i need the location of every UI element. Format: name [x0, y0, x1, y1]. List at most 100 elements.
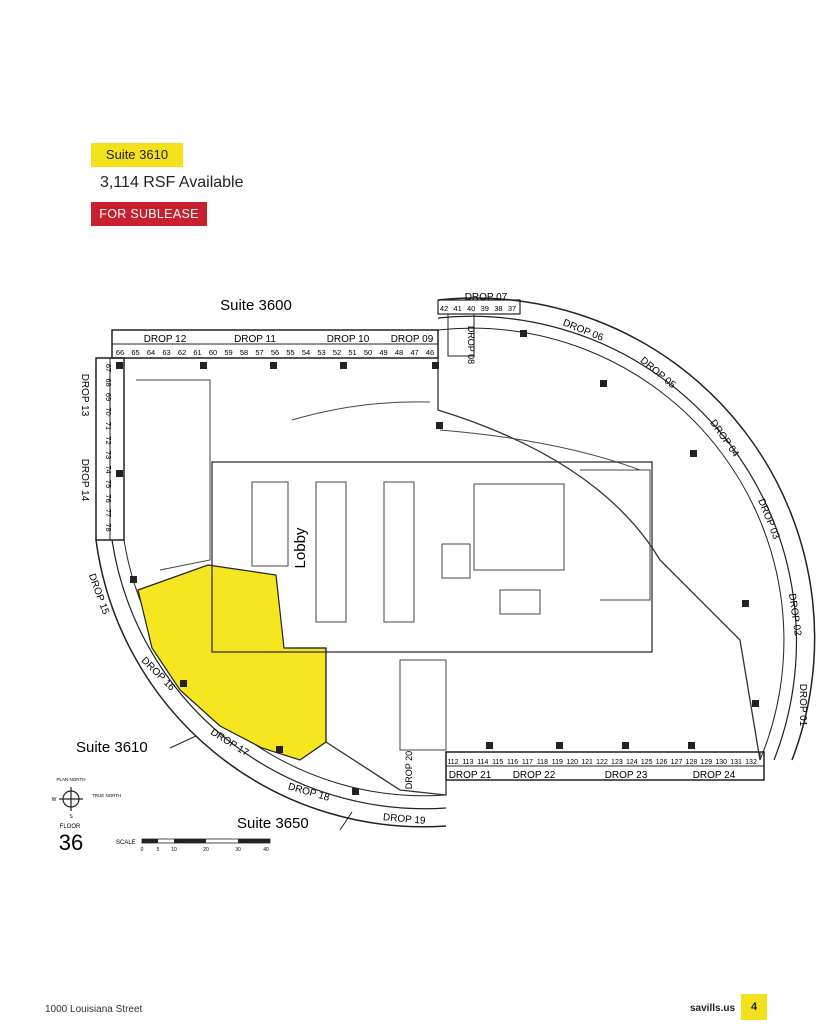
unit-number: 52: [333, 348, 341, 357]
drop-03-label: DROP 03: [755, 497, 781, 541]
unit-number: 62: [178, 348, 186, 357]
unit-number: 39: [481, 304, 489, 313]
unit-number: 117: [522, 759, 533, 766]
unit-number: 40: [467, 304, 475, 313]
unit-number: 77: [104, 509, 113, 517]
sublease-badge: FOR SUBLEASE: [91, 202, 207, 226]
unit-number: 129: [700, 759, 712, 766]
unit-number: 48: [395, 348, 403, 357]
suite-3600-label: Suite 3600: [220, 297, 292, 314]
unit-number: 58: [240, 348, 248, 357]
true-north-label: TRUE NORTH: [92, 793, 121, 798]
scale-bar: [141, 838, 271, 844]
unit-number: 115: [492, 759, 503, 766]
svg-text:40: 40: [263, 847, 269, 853]
unit-number: 124: [626, 759, 638, 766]
unit-number: 131: [730, 759, 742, 766]
unit-number: 113: [462, 759, 473, 766]
structural-columns: [116, 330, 759, 795]
compass-icon: [59, 787, 83, 811]
unit-number: 70: [104, 407, 113, 415]
unit-number: 76: [104, 494, 113, 502]
unit-number: 122: [596, 759, 608, 766]
unit-number: 120: [566, 759, 578, 766]
drop-22-label: DROP 22: [513, 770, 556, 781]
drop-12-label: DROP 12: [144, 334, 187, 345]
suite-3610-label: Suite 3610: [76, 739, 148, 756]
left-arc-ring: [95, 539, 447, 828]
unit-number: 114: [477, 759, 488, 766]
unit-number: 123: [611, 759, 623, 766]
unit-number: 55: [286, 348, 294, 357]
drop-14-label: DROP 14: [79, 459, 90, 502]
footer-address: 1000 Louisiana Street: [45, 1004, 143, 1015]
svg-text:20: 20: [203, 847, 209, 853]
interior-outline: [124, 357, 761, 796]
compass-w: W: [52, 797, 57, 803]
unit-number: 125: [641, 759, 653, 766]
unit-number: 47: [410, 348, 418, 357]
drop-10-label: DROP 10: [327, 334, 370, 345]
svg-text:10: 10: [171, 847, 177, 853]
unit-number: 42: [440, 304, 448, 313]
drop-21-label: DROP 21: [449, 770, 492, 781]
unit-number: 121: [581, 759, 593, 766]
unit-number: 73: [104, 451, 113, 459]
unit-number: 69: [104, 393, 113, 401]
unit-number: 57: [255, 348, 263, 357]
floor-label: FLOOR: [60, 824, 81, 830]
unit-number: 119: [552, 759, 563, 766]
unit-number: 49: [379, 348, 387, 357]
page-number: 4: [741, 994, 767, 1020]
drop-07-label: DROP 07: [465, 292, 508, 303]
drop-09-label: DROP 09: [391, 334, 434, 345]
unit-number: 71: [104, 422, 113, 430]
unit-number: 63: [162, 348, 170, 357]
unit-number: 54: [302, 348, 310, 357]
unit-number: 75: [104, 480, 113, 488]
unit-number: 118: [537, 759, 548, 766]
unit-number: 132: [745, 759, 757, 766]
unit-number: 126: [656, 759, 668, 766]
unit-number: 46: [426, 348, 434, 357]
unit-number: 128: [686, 759, 698, 766]
drop-08-label: DROP 08: [466, 326, 476, 364]
unit-number: 74: [104, 465, 113, 473]
lobby-label: Lobby: [292, 527, 309, 568]
suite-3650-label: Suite 3650: [237, 815, 309, 832]
floor-number: 36: [59, 830, 83, 855]
unit-number: 78: [104, 523, 113, 531]
suite-tag: Suite 3610: [91, 143, 183, 167]
drop-02-label: DROP 02: [786, 593, 803, 637]
unit-number: 112: [447, 759, 458, 766]
footer-brand[interactable]: savills.us: [690, 1003, 736, 1014]
rsf-available: 3,114 RSF Available: [100, 174, 244, 191]
building-core: [211, 461, 653, 653]
unit-number: 72: [104, 436, 113, 444]
unit-number: 127: [671, 759, 683, 766]
unit-number: 37: [508, 304, 516, 313]
outer-arc-ring: [437, 297, 816, 761]
unit-number: 51: [348, 348, 356, 357]
unit-number: 64: [147, 348, 155, 357]
drop-01-label: DROP 01: [797, 684, 808, 727]
unit-number: 67: [104, 364, 113, 372]
unit-number: 60: [209, 348, 217, 357]
unit-number: 66: [116, 348, 124, 357]
unit-number: 116: [507, 759, 518, 766]
unit-number: 61: [193, 348, 201, 357]
unit-number: 53: [317, 348, 325, 357]
unit-number: 41: [453, 304, 461, 313]
drop-11-label: DROP 11: [234, 334, 276, 345]
unit-number: 59: [224, 348, 232, 357]
unit-number: 50: [364, 348, 372, 357]
drop-04-label: DROP 04: [707, 418, 741, 460]
svg-text:30: 30: [235, 847, 241, 853]
unit-number: 130: [715, 759, 727, 766]
unit-number: 65: [131, 348, 139, 357]
drop-19-label: DROP 19: [383, 812, 427, 827]
